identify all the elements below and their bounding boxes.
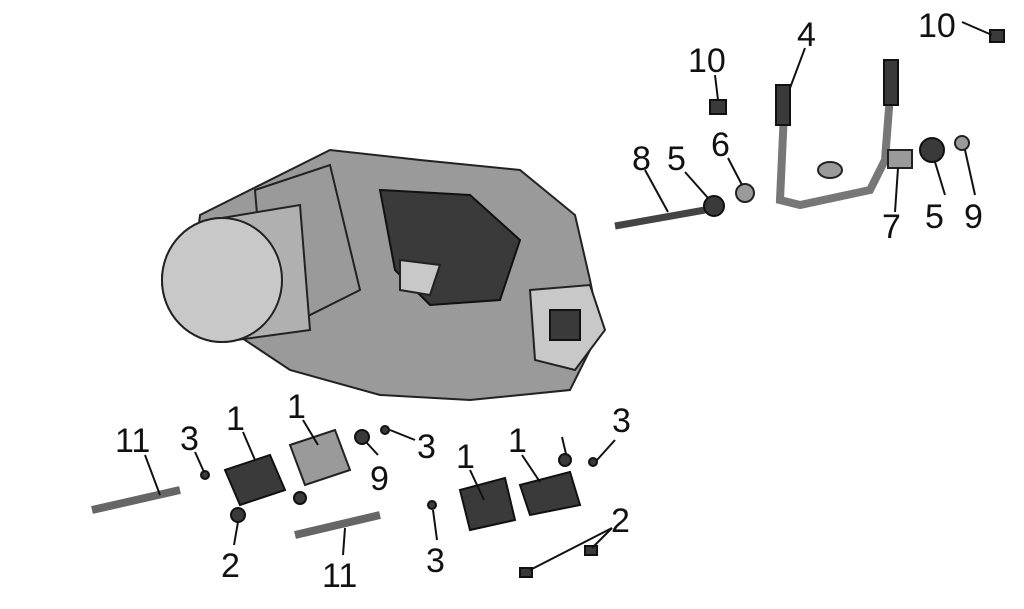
callout-2: 2 (221, 547, 240, 585)
washer-5b (919, 137, 945, 163)
nut-9b (354, 429, 370, 445)
nut-2a (230, 507, 246, 523)
callout-1: 1 (226, 400, 245, 438)
bracket-4 (775, 59, 899, 210)
callout-10: 10 (688, 42, 726, 80)
leader-lines (144, 21, 993, 571)
bolt-11b (294, 511, 381, 539)
callout-2: 2 (611, 502, 630, 540)
hardware (91, 29, 1005, 578)
callout-10: 10 (918, 7, 956, 45)
callout-9: 9 (370, 460, 389, 498)
nut-2b (519, 567, 533, 578)
callout-11: 11 (322, 557, 357, 595)
callout-11: 11 (115, 422, 150, 460)
callout-6: 6 (711, 126, 730, 164)
washer-6 (735, 183, 755, 203)
callout-5: 5 (667, 140, 686, 178)
callout-1: 1 (456, 438, 475, 476)
bolt-8 (614, 206, 706, 230)
callout-9: 9 (964, 198, 983, 236)
callout-4: 4 (797, 16, 816, 54)
callout-5: 5 (925, 198, 944, 236)
mount-1d (518, 470, 582, 517)
callout-1: 1 (508, 422, 527, 460)
callout-3: 3 (426, 542, 445, 580)
mount-1a (223, 453, 287, 507)
mount-1c (458, 476, 517, 532)
callout-8: 8 (632, 140, 651, 178)
washer-5a (703, 195, 725, 217)
engine-assembly (161, 148, 607, 402)
bolt-11a (91, 486, 181, 514)
spacer-7 (887, 149, 913, 169)
callouts: 10 4 10 8 5 6 7 5 9 11 3 1 1 9 3 1 1 3 2… (115, 7, 983, 595)
nut-9a (954, 135, 970, 151)
callout-1: 1 (287, 388, 306, 426)
callout-3: 3 (417, 428, 436, 466)
callout-3: 3 (180, 420, 199, 458)
bolt-10 (709, 99, 727, 115)
callout-7: 7 (882, 208, 901, 246)
nut-2c (584, 545, 598, 556)
bolt-10-top (989, 29, 1005, 43)
mount-1b (288, 428, 352, 487)
callout-3: 3 (612, 402, 631, 440)
